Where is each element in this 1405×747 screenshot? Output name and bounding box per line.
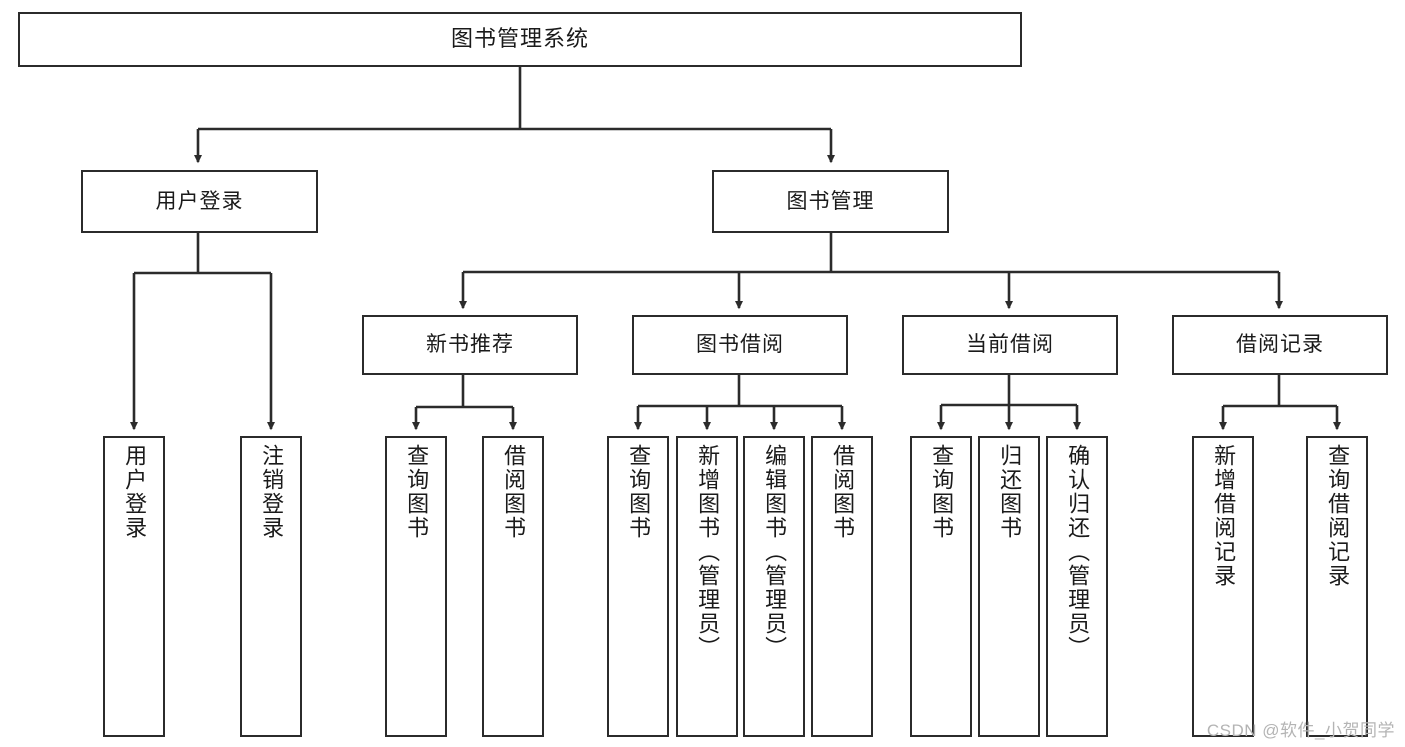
leaf-new-book-query-book[interactable]: 查询图书 bbox=[385, 436, 447, 737]
leaf-current-borrow-return-book[interactable]: 归还图书 bbox=[978, 436, 1040, 737]
node-label: 新增图书（管理员） bbox=[695, 444, 721, 660]
node-book-management-system[interactable]: 图书管理系统 bbox=[18, 12, 1022, 67]
node-label: 用户登录 bbox=[155, 189, 244, 213]
node-new-book-recommendation[interactable]: 新书推荐 bbox=[362, 315, 578, 375]
node-book-borrowing[interactable]: 图书借阅 bbox=[632, 315, 848, 375]
node-label: 查询图书 bbox=[626, 444, 652, 540]
leaf-new-book-borrow-book[interactable]: 借阅图书 bbox=[482, 436, 544, 737]
leaf-book-borrow-add-book-admin[interactable]: 新增图书（管理员） bbox=[676, 436, 738, 737]
node-label: 确认归还（管理员） bbox=[1065, 444, 1091, 660]
leaf-user-logout[interactable]: 注销登录 bbox=[240, 436, 302, 737]
leaf-current-borrow-query-book[interactable]: 查询图书 bbox=[910, 436, 972, 737]
node-label: 用户登录 bbox=[122, 444, 148, 540]
node-label: 图书管理 bbox=[786, 189, 875, 213]
node-label: 新增借阅记录 bbox=[1211, 444, 1237, 588]
node-label: 图书借阅 bbox=[696, 333, 784, 357]
leaf-borrow-record-query[interactable]: 查询借阅记录 bbox=[1306, 436, 1368, 737]
leaf-book-borrow-edit-book-admin[interactable]: 编辑图书（管理员） bbox=[743, 436, 805, 737]
node-label: 编辑图书（管理员） bbox=[762, 444, 788, 660]
leaf-user-login[interactable]: 用户登录 bbox=[103, 436, 165, 737]
leaf-borrow-record-add[interactable]: 新增借阅记录 bbox=[1192, 436, 1254, 737]
node-label: 借阅记录 bbox=[1236, 333, 1324, 357]
node-label: 查询图书 bbox=[929, 444, 955, 540]
node-label: 借阅图书 bbox=[830, 444, 856, 540]
node-borrowing-record[interactable]: 借阅记录 bbox=[1172, 315, 1388, 375]
leaf-book-borrow-query-book[interactable]: 查询图书 bbox=[607, 436, 669, 737]
leaf-current-borrow-confirm-return-admin[interactable]: 确认归还（管理员） bbox=[1046, 436, 1108, 737]
node-label: 注销登录 bbox=[259, 444, 285, 540]
leaf-book-borrow-lend-book[interactable]: 借阅图书 bbox=[811, 436, 873, 737]
node-label: 查询图书 bbox=[404, 444, 430, 540]
node-label: 当前借阅 bbox=[966, 333, 1054, 357]
node-user-login[interactable]: 用户登录 bbox=[81, 170, 318, 233]
node-label: 新书推荐 bbox=[426, 333, 514, 357]
node-current-borrowing[interactable]: 当前借阅 bbox=[902, 315, 1118, 375]
node-book-management[interactable]: 图书管理 bbox=[712, 170, 949, 233]
node-label: 借阅图书 bbox=[501, 444, 527, 540]
node-label: 图书管理系统 bbox=[450, 26, 589, 52]
node-label: 查询借阅记录 bbox=[1325, 444, 1351, 588]
node-label: 归还图书 bbox=[997, 444, 1023, 540]
